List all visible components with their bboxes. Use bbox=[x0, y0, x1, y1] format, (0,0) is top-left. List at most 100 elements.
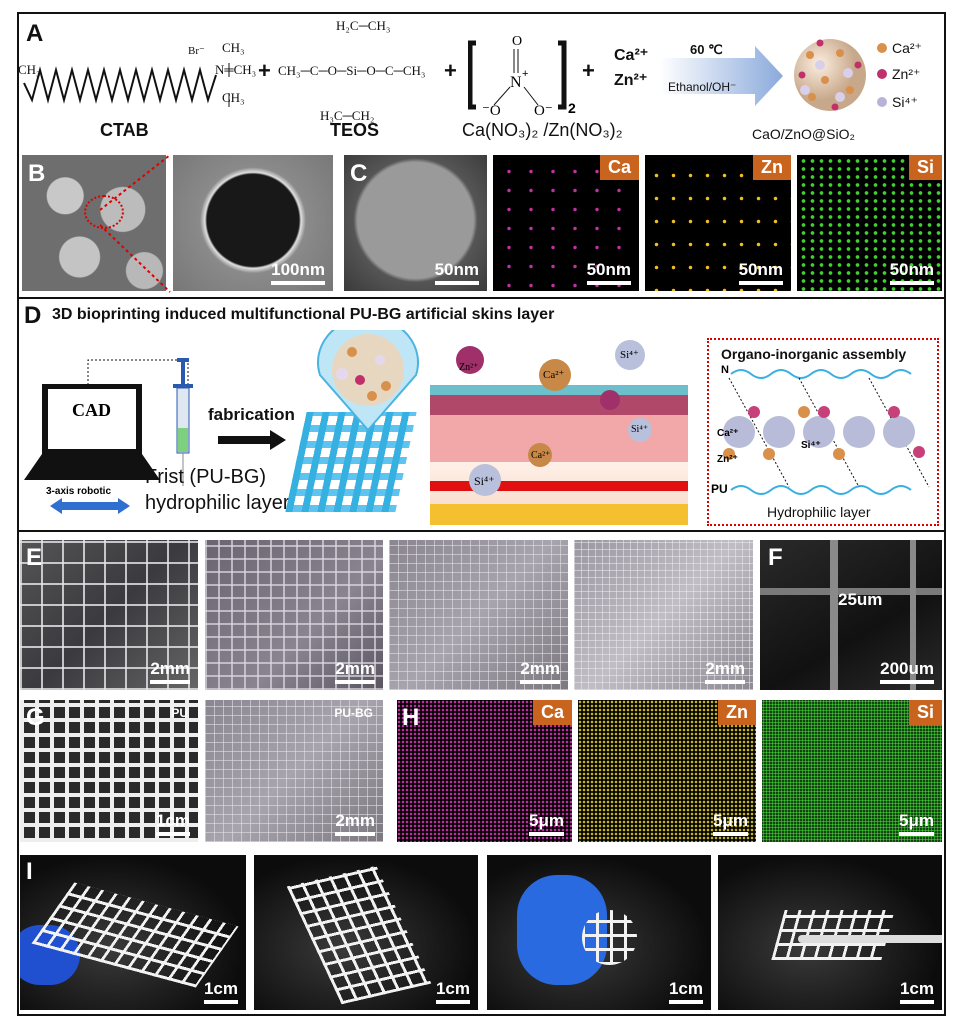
eds-map-h-ca: Ca 5μm bbox=[397, 700, 572, 842]
pu-label: PU bbox=[711, 482, 728, 496]
reaction-solvent: Ethanol/OH⁻ bbox=[668, 80, 737, 94]
ion-label: Si⁴⁺ bbox=[631, 424, 649, 435]
eds-map-ca: Ca 50nm bbox=[493, 155, 639, 291]
layer-label-line2: hydrophilic layer bbox=[145, 492, 290, 514]
scale-bar: 200um bbox=[880, 659, 934, 684]
n-label: N bbox=[721, 364, 729, 376]
panel-label-e: E bbox=[26, 544, 43, 571]
eds-map-h-zn: Zn 5μm bbox=[578, 700, 756, 842]
photo-e3: 2mm bbox=[389, 540, 568, 690]
scale-label: 1cm bbox=[203, 979, 238, 998]
scale-bar: 1cm bbox=[155, 811, 190, 836]
teos-bottom: H₃C─CH₂ bbox=[320, 108, 375, 123]
scale-label: 2mm bbox=[335, 659, 375, 678]
teos-top: H₂C─CH₃ bbox=[336, 18, 391, 33]
ctab-chain-icon bbox=[23, 63, 230, 107]
fabrication-label: fabrication bbox=[208, 405, 295, 424]
laptop-icon bbox=[24, 359, 189, 480]
assembly-box: Organo-inorganic assembly Ca²⁺ Si⁴⁺ Zn²⁺… bbox=[707, 338, 939, 526]
photo-i1: 1cm bbox=[20, 855, 246, 1010]
magnified-particle-icon bbox=[317, 330, 419, 432]
ion-release-icons bbox=[456, 340, 652, 496]
scale-bar: 50nm bbox=[586, 260, 631, 285]
photo-e2: 2mm bbox=[205, 540, 383, 690]
scale-label: 50nm bbox=[434, 260, 479, 279]
blood-vessel bbox=[430, 481, 688, 491]
legend-si: Si⁴⁺ bbox=[892, 94, 918, 110]
divider bbox=[17, 530, 946, 532]
label-teos: TEOS bbox=[330, 120, 380, 140]
label-nitrate: Ca(NO₃)₂ /Zn(NO₃)₂ bbox=[462, 120, 623, 140]
photo-i4: 1cm bbox=[718, 855, 942, 1010]
scale-bar: 1cm bbox=[435, 979, 470, 1004]
ca-label: Ca²⁺ bbox=[717, 428, 739, 439]
skin-layer-illustration bbox=[430, 385, 688, 525]
scale-bar: 2mm bbox=[150, 659, 190, 684]
assembly-bottom: Hydrophilic layer bbox=[767, 504, 871, 520]
scale-label: 1cm bbox=[668, 979, 703, 998]
plus-sign: + bbox=[444, 58, 457, 83]
photo-f: 25um 200um bbox=[760, 540, 942, 690]
scale-bar: 2mm bbox=[335, 659, 375, 684]
photo-g-pu: PU 1cm bbox=[20, 700, 198, 842]
panel-label-g: G bbox=[26, 704, 45, 731]
plus-sign: + bbox=[582, 58, 595, 83]
scale-label: 100nm bbox=[271, 260, 325, 279]
panel-label-f: F bbox=[768, 544, 783, 571]
scale-label: 50nm bbox=[738, 260, 783, 279]
svg-text:⁻O: ⁻O bbox=[482, 103, 501, 115]
scale-label: 1cm bbox=[155, 811, 190, 830]
syringe-icon bbox=[173, 358, 193, 486]
panel-d-title: 3D bioprinting induced multifunctional P… bbox=[52, 306, 555, 323]
zoom-circle bbox=[84, 195, 124, 229]
element-tag: Zn bbox=[718, 700, 756, 725]
scale-label: 200um bbox=[880, 659, 934, 678]
ctab-ch3-bottom: CH₃ bbox=[222, 90, 245, 105]
panel-label-h: H bbox=[402, 704, 420, 731]
divider bbox=[17, 297, 946, 299]
sem-image-b-overview bbox=[22, 155, 166, 291]
ion-label: Si⁴⁺ bbox=[474, 474, 495, 488]
scale-bar: 1cm bbox=[899, 979, 934, 1004]
scale-bar: 100nm bbox=[271, 260, 325, 285]
scale-label: 1cm bbox=[899, 979, 934, 998]
element-tag: Ca bbox=[599, 155, 639, 180]
legend-markers-icon bbox=[877, 43, 887, 107]
double-arrow-icon bbox=[50, 498, 130, 514]
flexible-mesh bbox=[286, 865, 432, 1005]
zoom-lines bbox=[100, 154, 171, 293]
photo-i2: 1cm bbox=[254, 855, 478, 1010]
right-arrow-icon bbox=[218, 430, 286, 450]
scale-label: 50nm bbox=[889, 260, 934, 279]
sem-image-b-zoom: 100nm bbox=[173, 155, 333, 291]
scale-bar: 1cm bbox=[203, 979, 238, 1004]
scale-bar: 50nm bbox=[738, 260, 783, 285]
nanoparticle-icon bbox=[794, 39, 866, 111]
ion-zn: Zn²⁺ bbox=[614, 72, 648, 89]
tem-image-c: 50nm bbox=[344, 155, 487, 291]
element-tag: Si bbox=[908, 155, 942, 180]
scale-label: 5μm bbox=[713, 811, 748, 830]
svg-text:+: + bbox=[522, 68, 528, 80]
scale-bar: 1cm bbox=[668, 979, 703, 1004]
label-product: CaO/ZnO@SiO₂ bbox=[752, 126, 855, 142]
photo-e1: 2mm bbox=[20, 540, 198, 690]
element-tag: Ca bbox=[532, 700, 572, 725]
scale-label: 2mm bbox=[335, 811, 375, 830]
reaction-temperature: 60 ℃ bbox=[690, 42, 723, 57]
scale-bar: 5μm bbox=[529, 811, 564, 836]
assembly-title: Organo-inorganic assembly bbox=[721, 346, 907, 362]
ctab-ch3: CH₃ bbox=[18, 62, 41, 77]
reaction-arrow-icon bbox=[660, 46, 783, 106]
teos-mid: CH₃─C─O─Si─O─C─CH₃ bbox=[278, 63, 426, 78]
robotic-label: 3-axis robotic bbox=[46, 486, 112, 497]
scale-bar: 2mm bbox=[520, 659, 560, 684]
photo-g-pubg: PU-BG 2mm bbox=[205, 700, 383, 842]
scale-bar: 5μm bbox=[899, 811, 934, 836]
panel-label-c: C bbox=[350, 160, 368, 187]
svg-text:O⁻: O⁻ bbox=[534, 103, 553, 115]
scale-label: 50nm bbox=[586, 260, 631, 279]
